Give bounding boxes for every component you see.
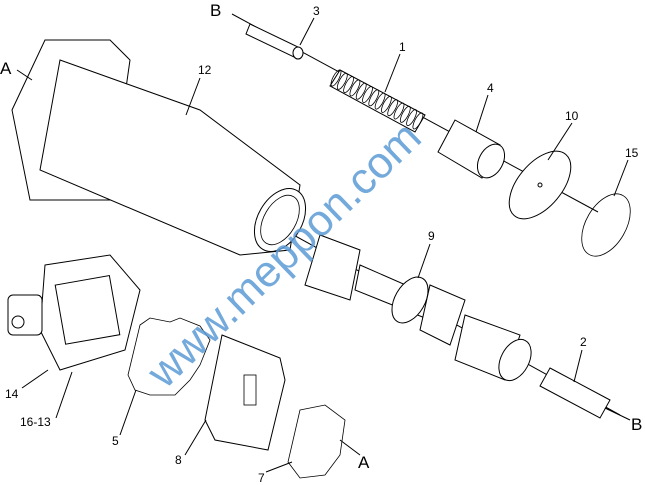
part-4-threaded-sleeve — [437, 119, 506, 179]
callout-7: 7 — [258, 471, 265, 485]
spring-coil — [387, 99, 399, 117]
spring-coil — [374, 92, 386, 110]
spring-coil — [362, 86, 373, 103]
part-7-gasket — [287, 404, 346, 479]
part-10-orifice-plate — [508, 150, 572, 220]
part-8-plate — [204, 334, 286, 451]
callout-3: 3 — [313, 4, 320, 18]
leader-lines — [16, 17, 631, 473]
spring-coil — [406, 109, 417, 127]
callout-a-bottom: A — [358, 453, 370, 472]
callout-9: 9 — [428, 229, 435, 243]
spring-coil — [330, 69, 342, 87]
callout-b-bottom: B — [631, 415, 642, 434]
spring-coil — [336, 72, 348, 90]
spring-coil — [343, 76, 354, 94]
part-14-solenoid-housing — [7, 254, 141, 371]
spring-coil — [368, 89, 380, 107]
spring-coil — [412, 112, 424, 130]
spring-coil — [393, 102, 405, 120]
callout-a-left: A — [0, 59, 12, 78]
callout-4: 4 — [487, 81, 494, 95]
callout-2: 2 — [580, 335, 587, 349]
callout-16-13: 16-13 — [20, 415, 51, 429]
part-5-gasket — [127, 317, 211, 396]
callout-14: 14 — [5, 387, 19, 401]
part-2-spring — [539, 367, 611, 419]
part-15-retaining-ring — [581, 193, 631, 257]
part-3-pin — [245, 23, 304, 60]
part-9-spool — [304, 234, 532, 382]
callout-8: 8 — [175, 453, 182, 467]
callout-1: 1 — [399, 40, 406, 54]
part-1-spring — [329, 69, 426, 133]
spring-coil — [349, 79, 361, 97]
spring-coil — [355, 82, 367, 100]
callout-5: 5 — [112, 434, 119, 448]
callout-b-top: B — [210, 1, 221, 20]
part-12-valve-body — [11, 39, 307, 256]
callout-15: 15 — [625, 146, 639, 160]
callout-10: 10 — [565, 109, 579, 123]
callout-12: 12 — [198, 63, 212, 77]
spring-coil — [381, 95, 392, 113]
spring-coil — [399, 105, 411, 123]
